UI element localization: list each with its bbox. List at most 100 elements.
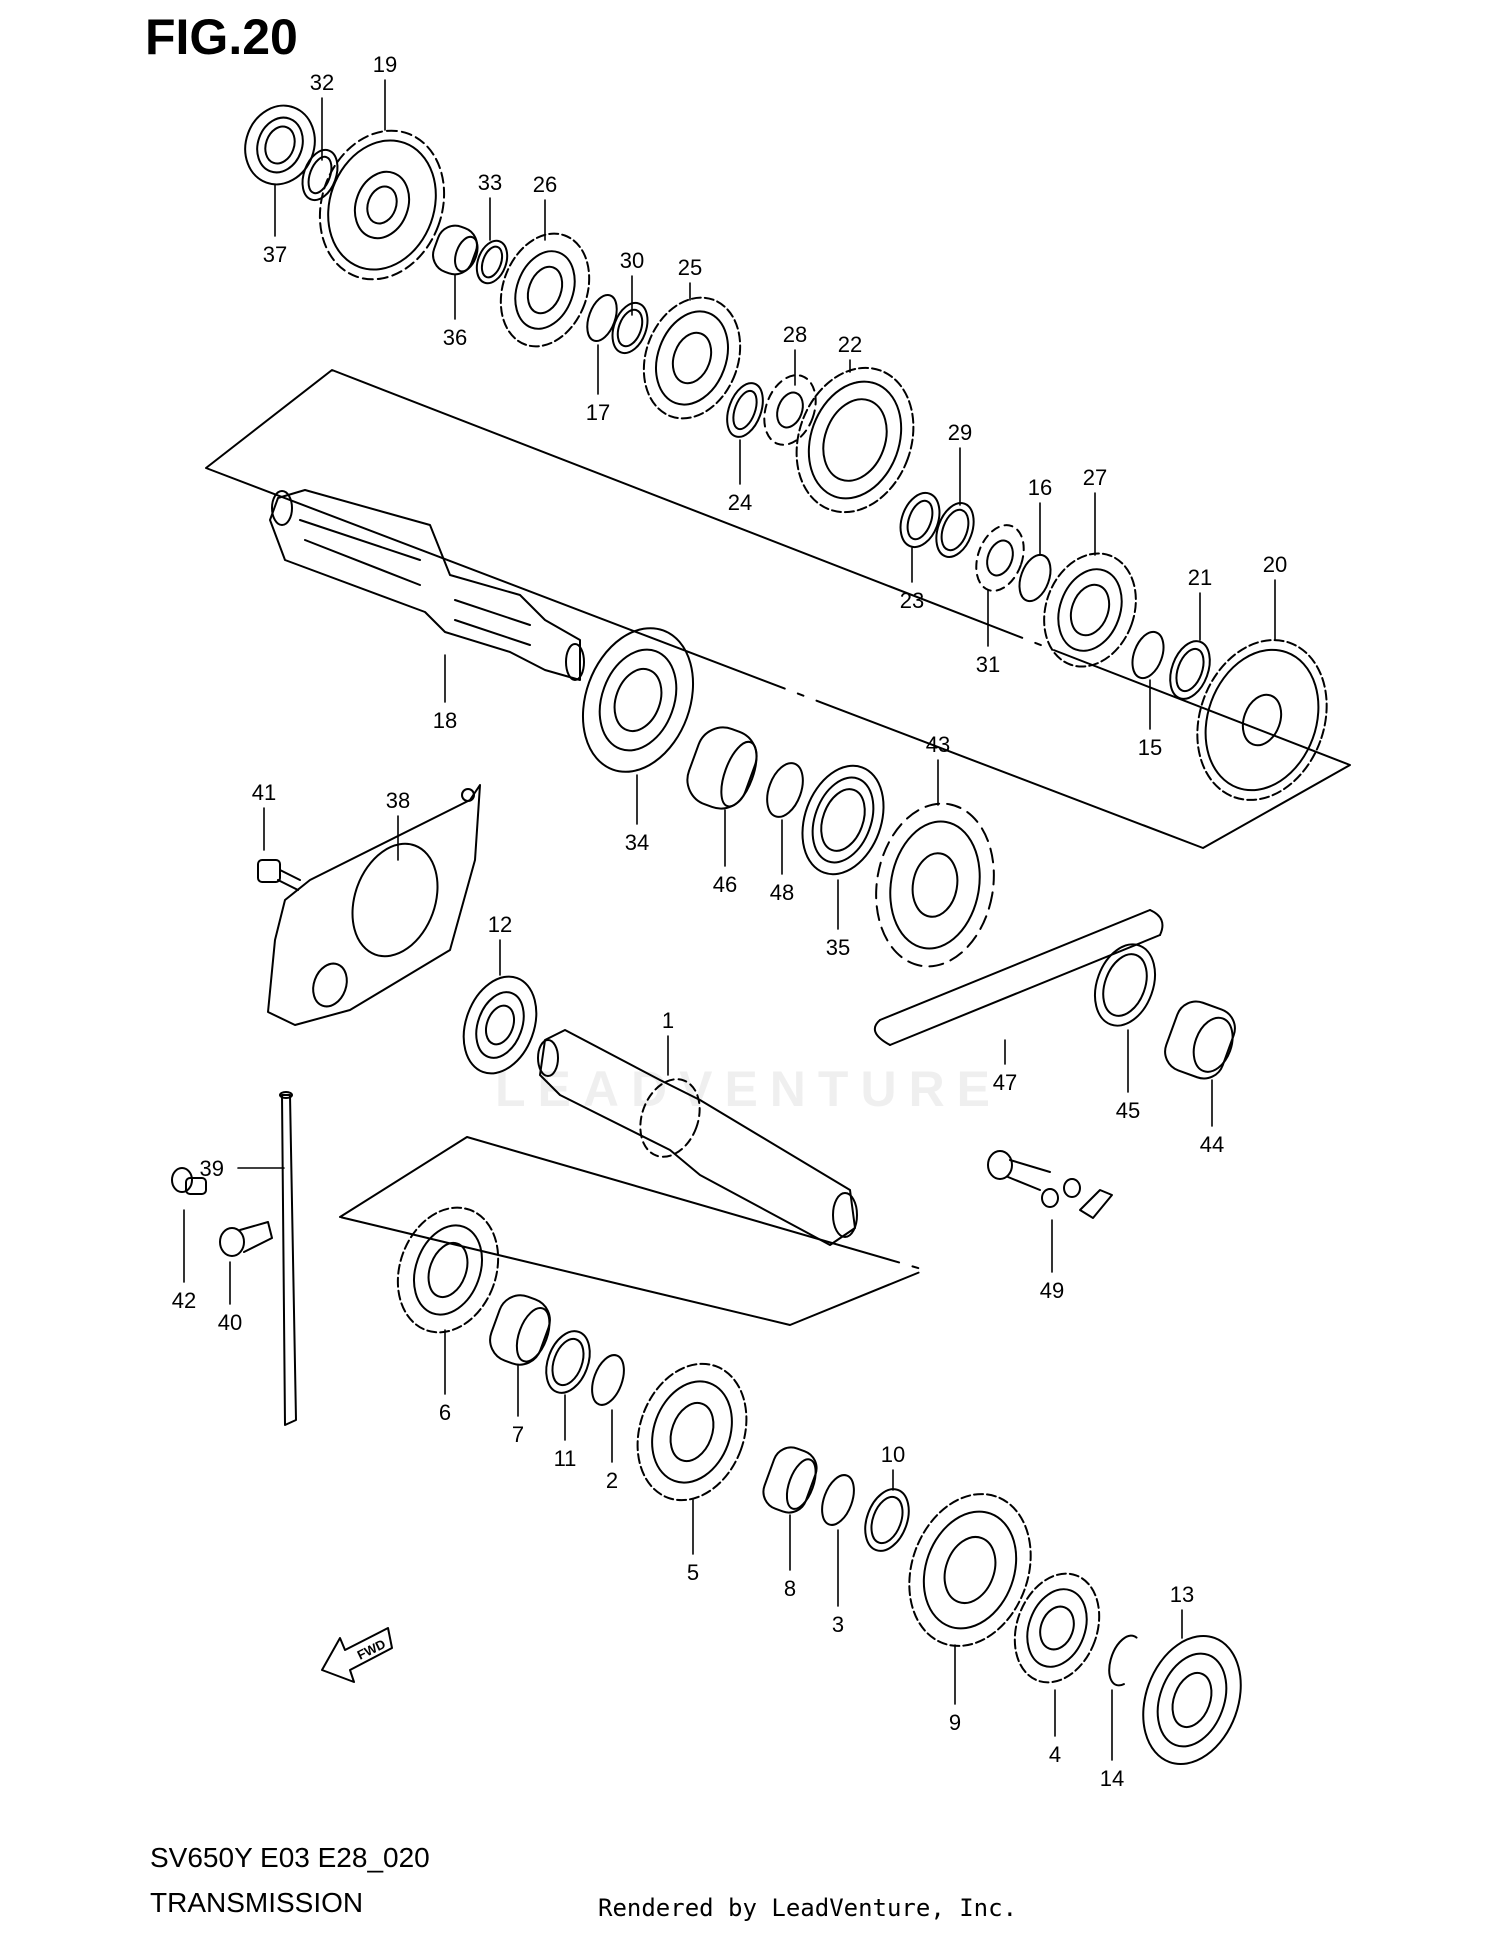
part-40-clamp [219,1221,273,1257]
callout-18: 18 [433,708,457,733]
callout-41: 41 [252,780,276,805]
figure-title: FIG.20 [145,9,298,65]
callout-9: 9 [949,1710,961,1735]
part-41-bolt [257,859,301,891]
callout-43: 43 [926,732,950,757]
callout-44: 44 [1200,1132,1224,1157]
callout-28: 28 [783,322,807,347]
part-35-oil-seal [801,764,885,876]
callout-37: 37 [263,242,287,267]
callout-47: 47 [993,1070,1017,1095]
part-23-bushing [899,491,941,549]
callout-33: 33 [478,170,502,195]
fwd-arrow-icon: FWD [321,1627,393,1683]
callout-17: 17 [586,400,610,425]
callout-15: 15 [1138,735,1162,760]
part-5-gear [636,1362,748,1502]
callout-31: 31 [976,652,1000,677]
part-15-circlip [1131,630,1165,680]
part-11-washer [545,1330,591,1394]
part-2-circlip [591,1354,625,1406]
callout-21: 21 [1188,565,1212,590]
part-36-bushing [432,224,479,276]
part-19-gear [318,129,446,281]
part-1-driveshaft [537,1029,858,1246]
callout-39: 39 [200,1156,224,1181]
callout-36: 36 [443,325,467,350]
part-32-washer [301,148,339,202]
callout-26: 26 [533,172,557,197]
callout-1: 1 [662,1008,674,1033]
part-27-gear [1043,552,1137,668]
part-24-bushing [726,382,764,438]
callout-25: 25 [678,255,702,280]
callout-8: 8 [784,1576,796,1601]
part-42-screw [171,1167,207,1195]
part-33-washer [475,239,509,285]
callout-32: 32 [310,70,334,95]
callout-10: 10 [881,1442,905,1467]
callout-45: 45 [1116,1098,1140,1123]
part-28-lockwasher [763,374,817,446]
callout-4: 4 [1049,1742,1061,1767]
callout-29: 29 [948,420,972,445]
countershaft-group-outline [205,369,1351,849]
part-44-nut [1164,1000,1236,1080]
callout-22: 22 [838,332,862,357]
part-6-gear [396,1206,500,1334]
callout-49: 49 [1040,1278,1064,1303]
part-43-sprocket [875,802,995,968]
callout-19: 19 [373,52,397,77]
driveshaft-group-outline [339,1136,926,1326]
callout-3: 3 [832,1612,844,1637]
part-9-gear [908,1493,1032,1647]
watermark-text: LEADVENTURE [495,1061,1003,1117]
part-34-bearing [581,627,695,773]
callout-35: 35 [826,935,850,960]
part-48-oring [766,762,804,818]
part-37-bearing [244,104,316,186]
part-46-collar [686,726,758,810]
part-20-gear [1196,639,1328,801]
callout-27: 27 [1083,465,1107,490]
callout-42: 42 [172,1288,196,1313]
part-12-bearing [462,975,538,1075]
callout-23: 23 [900,588,924,613]
part-49-chain-joint [987,1150,1113,1219]
part-30-washer [611,301,649,355]
callout-11: 11 [554,1446,577,1471]
part-10-washer [864,1488,910,1552]
callout-16: 16 [1028,475,1052,500]
part-39-rod [279,1091,297,1426]
part-25-gear [642,296,742,420]
callout-leader-lines [183,79,1276,1761]
callout-7: 7 [512,1422,524,1447]
callout-2: 2 [606,1468,618,1493]
callout-numbers: 1234567891011121314151617181920212223242… [172,52,1287,1791]
section-name: TRANSMISSION [150,1887,364,1918]
callout-40: 40 [218,1310,242,1335]
callout-20: 20 [1263,552,1287,577]
callout-38: 38 [386,788,410,813]
callout-30: 30 [620,248,644,273]
callout-34: 34 [625,830,649,855]
part-26-gear [499,232,591,348]
callout-13: 13 [1170,1582,1194,1607]
callout-14: 14 [1100,1766,1124,1791]
part-4-gear [1013,1572,1101,1684]
part-47-chain [873,909,1164,1046]
callout-5: 5 [687,1560,699,1585]
render-credit: Rendered by LeadVenture, Inc. [598,1894,1018,1922]
part-7-bushing [489,1294,551,1366]
part-8-bushing [762,1446,818,1514]
part-13-bearing [1142,1635,1242,1765]
callout-48: 48 [770,880,794,905]
callout-24: 24 [728,490,752,515]
part-3-circlip [821,1474,855,1526]
part-31-lockwasher [975,524,1025,592]
part-38-plate [267,784,481,1026]
model-code: SV650Y E03 E28_020 [150,1842,430,1873]
callout-12: 12 [488,912,512,937]
